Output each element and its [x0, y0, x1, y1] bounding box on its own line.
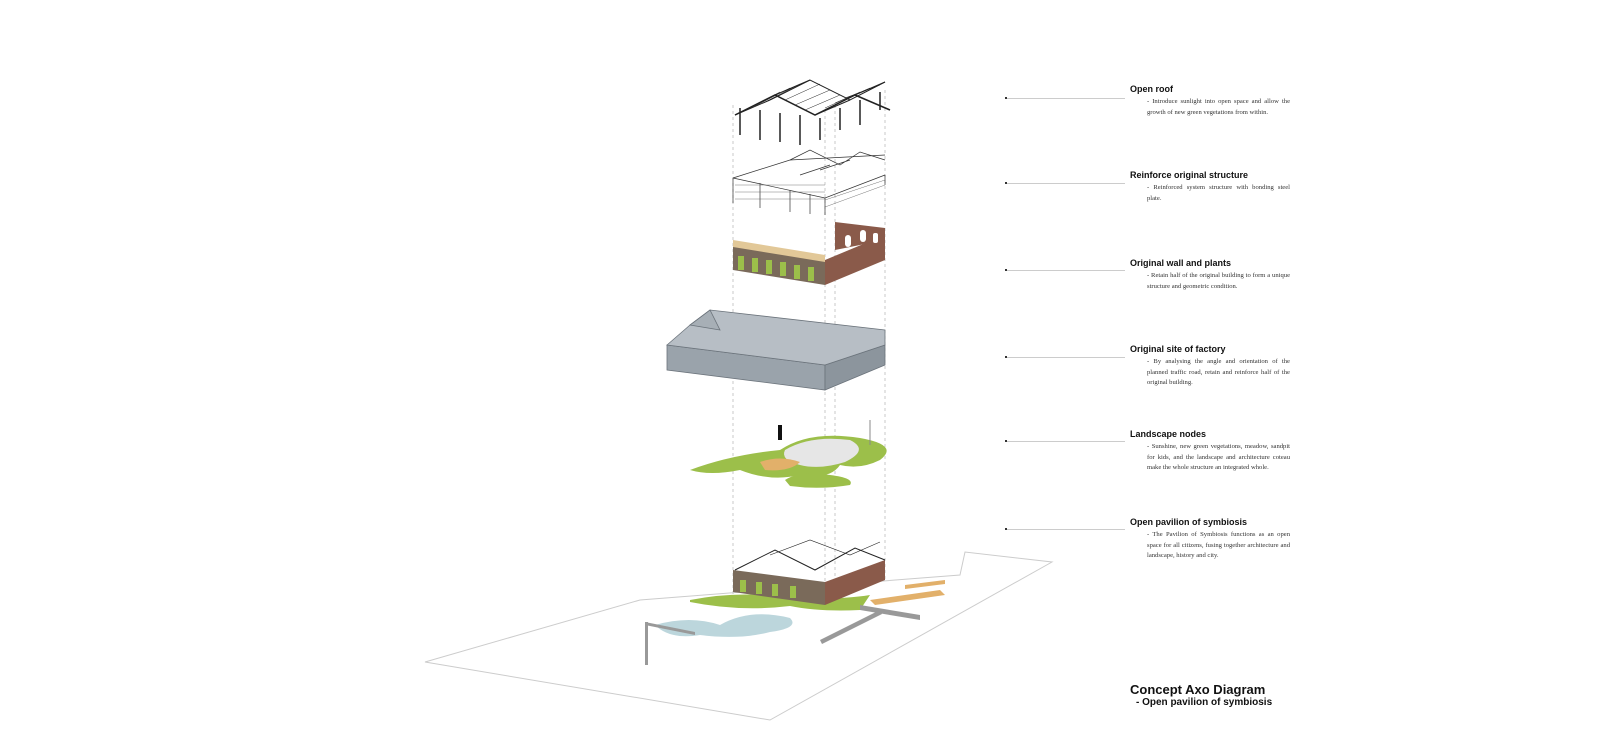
site-plan — [424, 539, 1054, 721]
layer-label-open-roof: Open roof - Introduce sunlight into open… — [1130, 84, 1290, 118]
layer-heading: Original site of factory — [1130, 344, 1226, 354]
reinforced-structure — [732, 149, 886, 215]
leader-line — [1005, 356, 1125, 358]
layer-description: - The Pavilion of Symbiosis functions as… — [1147, 531, 1290, 559]
layer-heading: Open pavilion of symbiosis — [1130, 517, 1248, 527]
layer-label-original-site: Original site of factory - By analysing … — [1130, 344, 1290, 389]
layer-description: - Introduce sunlight into open space and… — [1147, 98, 1290, 116]
layer-description: - Sunshine, new green vegetations, meado… — [1147, 443, 1290, 471]
diagram-subtitle: - Open pavilion of symbiosis — [1136, 697, 1273, 708]
diagram-title: Concept Axo Diagram — [1130, 682, 1266, 697]
layer-heading: Reinforce original structure — [1130, 170, 1249, 180]
layer-description: - Reinforced system structure with bondi… — [1147, 184, 1290, 202]
original-factory-massing — [666, 309, 886, 391]
leader-line — [1005, 97, 1125, 99]
layer-label-reinforce-structure: Reinforce original structure - Reinforce… — [1130, 170, 1290, 204]
layer-heading: Original wall and plants — [1130, 258, 1232, 268]
layer-heading: Open roof — [1130, 84, 1173, 94]
leader-line — [1005, 269, 1125, 271]
leader-line — [1005, 440, 1125, 442]
layer-heading: Landscape nodes — [1130, 429, 1207, 439]
open-roof-truss — [734, 79, 891, 145]
layer-label-landscape-nodes: Landscape nodes - Sunshine, new green ve… — [1130, 429, 1290, 474]
layer-description: - By analysing the angle and orientation… — [1147, 358, 1290, 386]
layer-description: - Retain half of the original building t… — [1147, 272, 1290, 290]
leader-line — [1005, 182, 1125, 184]
layer-label-open-pavilion: Open pavilion of symbiosis - The Pavilio… — [1130, 517, 1290, 562]
leader-line — [1005, 528, 1125, 530]
landscape-nodes — [690, 420, 887, 488]
layer-label-original-wall: Original wall and plants - Retain half o… — [1130, 258, 1290, 292]
original-wall-and-plants — [733, 222, 885, 285]
